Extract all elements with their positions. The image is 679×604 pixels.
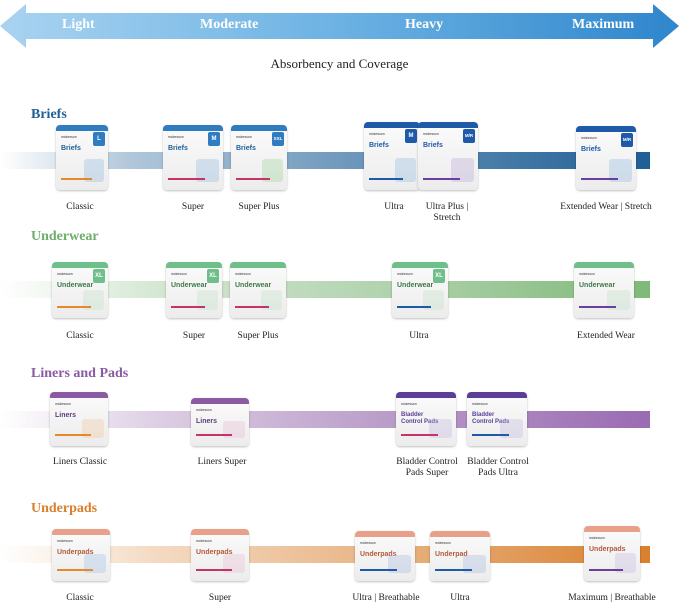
underpads-maximum-breathable-package: mckesson Underpads xyxy=(584,526,640,581)
underwear-extended-wear-label: Extended Wear xyxy=(577,331,635,341)
underpads-classic-label: Classic xyxy=(66,593,94,603)
section-title-underwear: Underwear xyxy=(31,229,99,244)
briefs-super-plus-label: Super Plus xyxy=(238,202,280,212)
scale-label-heavy: Heavy xyxy=(405,17,444,32)
section-title-liners-and-pads: Liners and Pads xyxy=(31,366,129,381)
underpads-ultra-breathable-package: mckesson Underpads xyxy=(355,531,415,581)
underpads-ultra-package: mckesson Underpad xyxy=(430,531,490,581)
underwear-classic-package: mckesson Underwear XL xyxy=(52,262,108,318)
briefs-classic-package: mckesson Briefs L xyxy=(56,125,108,190)
briefs-ultra-plus-stretch-label-line2: Stretch xyxy=(433,213,461,223)
underwear-ultra-label: Ultra xyxy=(409,331,429,341)
bladder-control-pads-ultra-label-line2: Pads Ultra xyxy=(478,468,518,478)
briefs-ultra-package: mckesson Briefs M xyxy=(364,122,420,190)
briefs-band xyxy=(0,152,650,169)
underpads-super-package: mckesson Underpads xyxy=(191,529,249,581)
briefs-super-label: Super xyxy=(181,202,205,212)
underwear-super-plus-package: mckesson Underwear xyxy=(230,262,286,318)
briefs-extended-wear-stretch-label: Extended Wear | Stretch xyxy=(560,202,652,212)
scale-label-light: Light xyxy=(62,17,95,32)
underwear-classic-label: Classic xyxy=(66,331,94,341)
underpads-ultra-label: Ultra xyxy=(450,593,470,603)
briefs-ultra-label: Ultra xyxy=(384,202,404,212)
briefs-classic-label: Classic xyxy=(66,202,94,212)
bladder-control-pads-super-label-line1: Bladder Control xyxy=(396,457,458,467)
underpads-maximum-breathable-label: Maximum | Breathable xyxy=(568,593,656,603)
section-title-underpads: Underpads xyxy=(31,501,98,516)
underpads-classic-package: mckesson Underpads xyxy=(52,529,110,581)
underwear-super-package: mckesson Underwear XL xyxy=(166,262,222,318)
absorbency-scale-arrow xyxy=(0,4,679,48)
underwear-super-label: Super xyxy=(182,331,206,341)
briefs-ultra-plus-stretch-package: mckesson Briefs M/R xyxy=(418,122,478,190)
axis-caption: Absorbency and Coverage xyxy=(270,56,409,71)
underwear-band xyxy=(0,281,650,298)
scale-label-maximum: Maximum xyxy=(572,17,635,32)
liners-super-label: Liners Super xyxy=(197,457,247,467)
bladder-control-pads-super-label-line2: Pads Super xyxy=(405,468,449,478)
underwear-extended-wear-package: mckesson Underwear xyxy=(574,262,634,318)
underwear-super-plus-label: Super Plus xyxy=(237,331,279,341)
bladder-control-pads-super-package: mckesson Bladder Control Pads xyxy=(396,392,456,446)
scale-label-moderate: Moderate xyxy=(200,17,259,32)
briefs-extended-wear-stretch-package: mckesson Briefs M/R xyxy=(576,126,636,190)
briefs-ultra-plus-stretch-label-line1: Ultra Plus | xyxy=(425,202,469,212)
bladder-control-pads-ultra-label-line1: Bladder Control xyxy=(467,457,529,467)
underpads-super-label: Super xyxy=(208,593,232,603)
liners-super-package: mckesson Liners xyxy=(191,398,249,446)
underpads-ultra-breathable-label: Ultra | Breathable xyxy=(352,593,420,603)
liners-classic-label: Liners Classic xyxy=(52,457,108,467)
section-title-briefs: Briefs xyxy=(31,107,67,122)
liners-classic-package: mckesson Liners xyxy=(50,392,108,446)
bladder-control-pads-ultra-package: mckesson Bladder Control Pads xyxy=(467,392,527,446)
briefs-super-plus-package: mckesson Briefs XXL xyxy=(231,125,287,190)
underwear-ultra-package: mckesson Underwear XL xyxy=(392,262,448,318)
briefs-super-package: mckesson Briefs M xyxy=(163,125,223,190)
